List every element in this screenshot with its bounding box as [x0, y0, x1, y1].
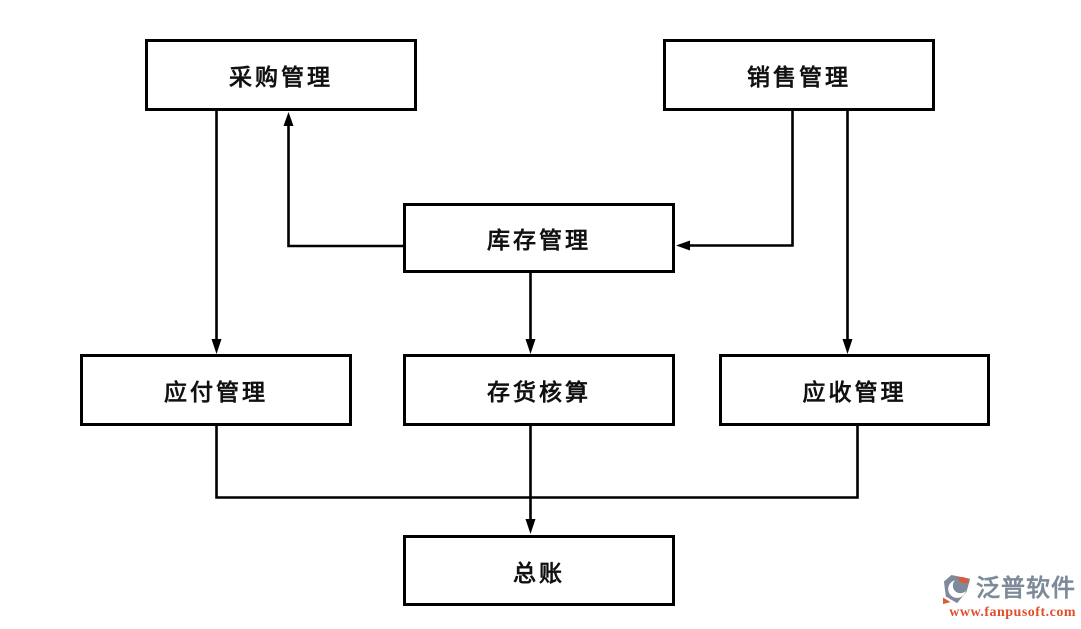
arrowhead-down-payable — [211, 339, 222, 354]
arrowhead-left-inventory — [676, 240, 690, 251]
fanpu-logo-icon — [943, 574, 971, 604]
edge-inventory-to-purchase — [287, 124, 403, 248]
node-accounts-receivable: 应收管理 — [719, 354, 990, 426]
node-label: 销售管理 — [747, 64, 851, 90]
node-accounts-payable: 应付管理 — [80, 354, 352, 426]
arrowhead-down-receivable — [842, 339, 853, 354]
node-label: 应付管理 — [164, 379, 268, 405]
node-label: 存货核算 — [487, 379, 591, 405]
node-sales-management: 销售管理 — [663, 39, 935, 111]
arrowhead-up-purchase — [283, 112, 294, 126]
node-label: 总账 — [513, 559, 565, 586]
vendor-watermark: 泛普软件 www.fanpusoft.com — [943, 574, 1076, 620]
node-general-ledger: 总账 — [403, 535, 675, 606]
edge-sales-to-inventory — [688, 111, 794, 247]
arrowhead-down-stock-accounting — [525, 339, 536, 354]
vendor-brand-text: 泛普软件 — [976, 575, 1076, 602]
node-label: 应收管理 — [802, 379, 907, 405]
node-stock-accounting: 存货核算 — [403, 354, 675, 426]
node-label: 库存管理 — [487, 227, 591, 253]
edge-merge-bus — [215, 426, 859, 499]
node-label: 采购管理 — [229, 64, 333, 90]
node-purchase-management: 采购管理 — [145, 39, 417, 111]
vendor-url-text: www.fanpusoft.com — [949, 605, 1076, 620]
arrowhead-down-ledger — [525, 519, 536, 534]
node-inventory-management: 库存管理 — [403, 203, 675, 273]
